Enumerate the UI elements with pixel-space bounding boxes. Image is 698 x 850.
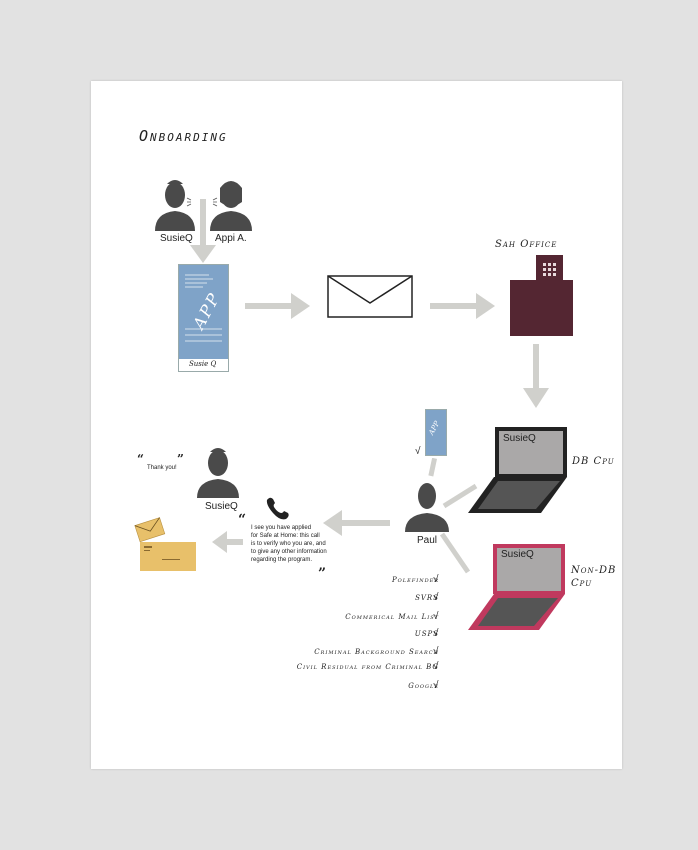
call-script-line-5: regarding the program. bbox=[251, 557, 313, 563]
label-susieq-bottom: SusieQ bbox=[205, 501, 238, 512]
label-paul: Paul bbox=[417, 535, 438, 546]
thank-you-text: Thank you! bbox=[147, 465, 177, 471]
small-app-doc-text: APP bbox=[427, 419, 442, 437]
checklist-item-usps: USPS bbox=[414, 630, 439, 638]
checklist-mark-usps: √ bbox=[433, 628, 439, 639]
db-screen-label: SusieQ bbox=[503, 433, 536, 444]
label-non-db-line2: Cpu bbox=[571, 578, 593, 589]
arrow-envelope-to-office bbox=[430, 293, 495, 319]
person-appi-icon bbox=[210, 181, 252, 231]
arrow-office-to-db bbox=[523, 344, 549, 408]
checklist-mark-criminal-bg: √ bbox=[433, 646, 439, 657]
checklist-item-civil-residual: Civil Residual from Criminal BG bbox=[296, 663, 439, 671]
call-script-line-2: for Safe at Home: this call bbox=[251, 533, 320, 539]
mail-envelopes-icon bbox=[134, 517, 196, 571]
call-close-quote-icon: ” bbox=[318, 566, 327, 582]
person-susieq-bottom-icon bbox=[197, 448, 239, 498]
checklist-item-criminal-bg: Criminal Background Search bbox=[314, 648, 439, 656]
speech-waves-icon bbox=[186, 197, 218, 207]
application-document: APP Susie Q bbox=[178, 264, 229, 372]
phone-icon bbox=[266, 497, 289, 520]
checklist-mark-commercial-mail: √ bbox=[433, 611, 439, 622]
checklist-mark-svrs: √ bbox=[433, 592, 439, 603]
thanks-close-quote-icon: ” bbox=[177, 452, 184, 466]
db-laptop-icon bbox=[468, 427, 567, 513]
label-appi: Appi A. bbox=[215, 233, 247, 244]
non-db-laptop-icon bbox=[468, 544, 565, 630]
non-db-screen-label: SusieQ bbox=[501, 549, 534, 560]
call-open-quote-icon: “ bbox=[238, 512, 247, 528]
person-susieq-icon bbox=[155, 180, 195, 231]
arrow-doc-to-paul bbox=[428, 458, 438, 477]
checklist-mark-polefinder: √ bbox=[433, 574, 439, 585]
checklist-item-google: Google bbox=[408, 682, 439, 690]
call-script-line-3: is to verify who you are, and bbox=[251, 541, 326, 547]
thanks-open-quote-icon: “ bbox=[137, 452, 144, 466]
label-sah-office: Sah Office bbox=[495, 239, 558, 250]
label-non-db-line1: Non-DB bbox=[571, 565, 617, 576]
small-doc-check: √ bbox=[415, 446, 421, 457]
checklist-item-commercial-mail: Commerical Mail List bbox=[345, 613, 439, 621]
connector-paul-to-laptops bbox=[440, 483, 478, 574]
arrow-app-to-envelope bbox=[245, 293, 310, 319]
diagram-title: Onboarding bbox=[139, 127, 228, 145]
office-building-icon bbox=[510, 255, 573, 336]
label-susieq-top: SusieQ bbox=[160, 233, 193, 244]
doc-lines-icon bbox=[179, 274, 228, 371]
checklist-item-svrs: SVRS bbox=[415, 594, 439, 602]
call-script-line-1: I see you have applied bbox=[251, 525, 312, 531]
envelope-icon bbox=[327, 275, 413, 318]
arrow-call-to-mail bbox=[212, 531, 243, 553]
checklist-mark-google: √ bbox=[433, 680, 439, 691]
label-db-cpu: DB Cpu bbox=[572, 456, 615, 467]
arrow-paul-to-call bbox=[323, 510, 390, 536]
call-script-line-4: to give any other information bbox=[251, 549, 327, 555]
small-application-document: APP bbox=[425, 409, 447, 456]
app-doc-signature: Susie Q bbox=[189, 360, 217, 368]
checklist-mark-civil-residual: √ bbox=[433, 661, 439, 672]
arrow-down-to-app bbox=[190, 199, 216, 263]
person-paul-icon bbox=[405, 483, 449, 532]
checklist-item-polefinder: Polefinder bbox=[391, 576, 439, 584]
